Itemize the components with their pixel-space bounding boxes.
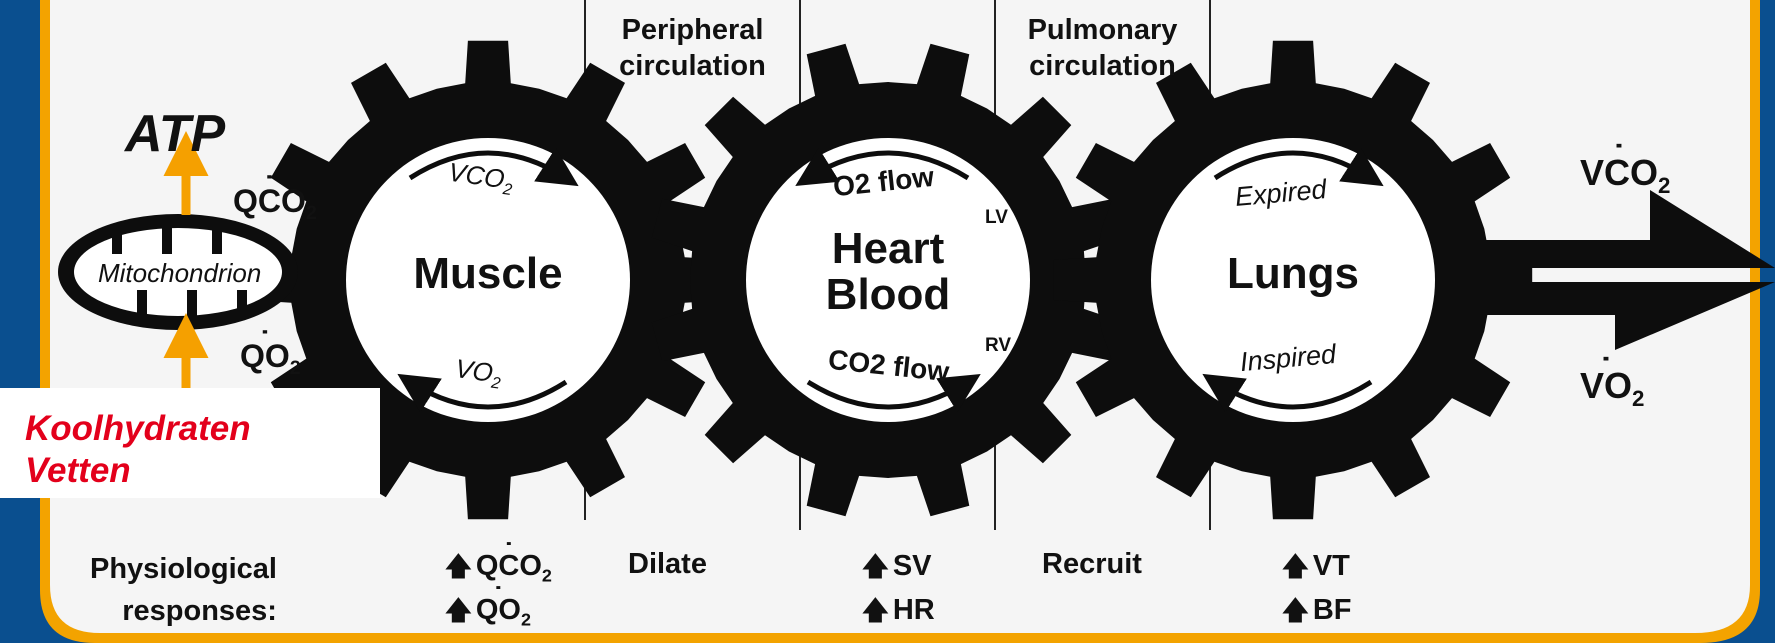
header-line: circulation [600,48,785,84]
responses-title-line: Physiological [90,548,277,590]
response-item: 🡅HR [862,589,935,633]
qo2-label: QO2 [240,340,301,379]
up-arrow-icon: 🡅 [862,547,889,586]
muscle-vo2-label: VO2 [453,355,503,392]
mitochondrion-label: Mitochondrion [98,260,261,286]
header-line: Peripheral [600,12,785,48]
up-arrow-icon: 🡅 [862,591,889,630]
rv-label: RV [985,336,1011,355]
substrate-list: Koolhydraten Vetten [25,408,251,492]
up-arrow-icon: 🡅 [1282,591,1309,630]
qco2-label: QCO2 [233,185,317,224]
peripheral-response: Dilate [628,550,707,579]
response-item: 🡅VT [1282,545,1352,589]
lungs-responses: 🡅VT 🡅BF [1282,545,1352,632]
pulmonary-circulation-header: Pulmonary circulation [1005,12,1200,85]
muscle-responses: 🡅QCO2 🡅QO2 [445,545,552,634]
heart-blood-label: Heart Blood [793,226,983,318]
substrate-item: Vetten [25,450,251,492]
header-line: Pulmonary [1005,12,1200,48]
substrate-item: Koolhydraten [25,408,251,450]
heart-label-line: Heart [793,226,983,272]
vco2-output-label: VCO2 [1580,155,1670,197]
up-arrow-icon: 🡅 [445,547,472,586]
pulmonary-response: Recruit [1042,550,1142,579]
vo2-arrow [1455,282,1775,350]
atp-label: ATP [125,108,225,160]
lungs-label: Lungs [1203,252,1383,296]
up-arrow-icon: 🡅 [445,591,472,630]
heart-responses: 🡅SV 🡅HR [862,545,935,632]
header-line: circulation [1005,48,1200,84]
muscle-label: Muscle [388,252,588,296]
peripheral-circulation-header: Peripheral circulation [600,12,785,85]
vco2-arrow [1455,190,1775,268]
response-item: 🡅QO2 [445,589,552,633]
response-item: 🡅BF [1282,589,1352,633]
up-arrow-icon: 🡅 [1282,547,1309,586]
responses-title-line: responses: [90,590,277,632]
vo2-input-label: VO2 [1580,368,1644,410]
lv-label: LV [985,208,1008,227]
heart-label-line: Blood [793,272,983,318]
response-item: 🡅SV [862,545,935,589]
responses-title: Physiological responses: [90,548,277,632]
